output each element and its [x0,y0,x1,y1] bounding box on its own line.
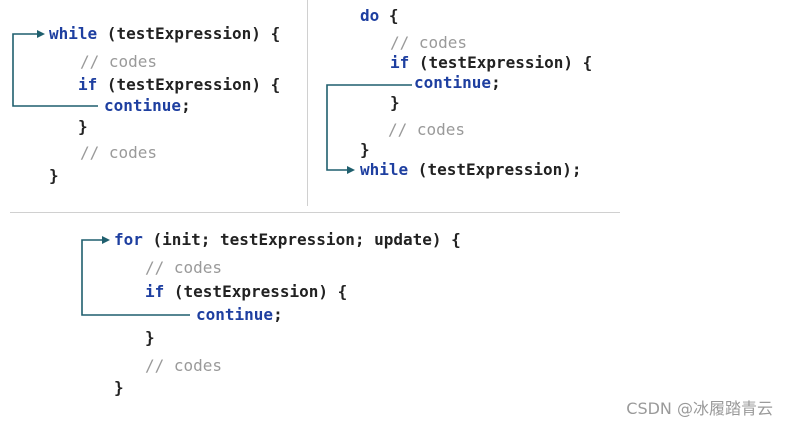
while-keyword: while [360,160,409,179]
do-line: do { [360,6,399,25]
do-while-line: while (testExpression); [360,160,582,180]
if-keyword: if [145,282,165,301]
while-if-line: if (testExpression) { [78,75,280,95]
continue-keyword: continue [104,96,182,115]
continue-keyword: continue [414,73,492,92]
do-inner-close: } [390,93,400,112]
if-condition: (testExpression) { [164,282,348,301]
watermark: CSDN @冰履踏青云 [626,399,773,418]
do-outer-close: } [360,140,370,159]
for-line: for (init; testExpression; update) { [114,230,461,250]
for-continue-line: continue; [196,305,283,324]
continue-keyword: continue [196,305,274,324]
do-continue-line: continue; [414,73,501,92]
for-continue-arrow [81,236,190,316]
for-if-line: if (testExpression) { [145,282,347,302]
horizontal-divider [10,212,620,213]
while-condition: (testExpression); [408,160,582,179]
while-keyword: while [49,24,98,43]
do-continue-arrow [326,84,412,174]
for-comment-2: // codes [145,356,223,375]
for-condition: (init; testExpression; update) { [142,230,461,249]
while-outer-close: } [49,166,59,185]
while-condition: (testExpression) { [97,24,281,43]
do-keyword: do [360,6,380,25]
while-continue-line: continue; [104,96,191,115]
if-condition: (testExpression) { [97,75,281,94]
for-comment-1: // codes [145,258,223,277]
if-keyword: if [78,75,98,94]
for-inner-close: } [145,328,155,347]
if-condition: (testExpression) { [409,53,593,72]
for-keyword: for [114,230,143,249]
if-keyword: if [390,53,410,72]
while-continue-arrow [12,30,98,107]
while-comment-2: // codes [80,143,158,162]
while-inner-close: } [78,117,88,136]
vertical-divider [307,0,308,206]
while-line: while (testExpression) { [49,24,280,44]
do-comment-1: // codes [390,33,468,52]
do-if-line: if (testExpression) { [390,53,592,73]
for-outer-close: } [114,378,124,397]
while-comment-1: // codes [80,52,158,71]
do-comment-2: // codes [388,120,466,139]
